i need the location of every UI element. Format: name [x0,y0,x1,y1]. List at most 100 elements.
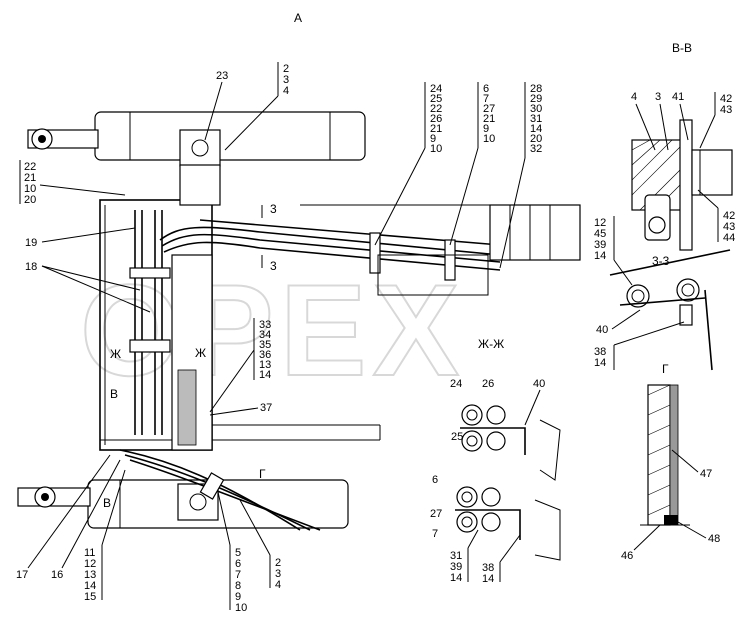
cut3-top-marker: 3 [270,202,277,216]
stack-24-25-22: 24 25 22 26 21 9 10 [374,82,442,246]
g-callout-marker: Г [259,467,266,481]
stack-28-29-30: 28 29 30 31 14 20 32 [499,82,542,269]
zh-left-marker: Ж [110,347,121,361]
callout-4v: 4 [631,91,637,103]
stack-item: 27 [483,103,495,115]
callout-3v: 3 [655,91,661,103]
stack-item: 4 [275,579,281,591]
stack-item: 10 [430,143,442,155]
section-vv-detail [631,119,733,251]
callout-7: 7 [432,528,438,540]
callout-37: 37 [260,402,272,414]
view-title-main: А [294,11,302,25]
callout-41: 41 [672,91,684,103]
stack-item: 43 [723,221,735,233]
stack-item: 9 [483,123,489,135]
view-title-section-vv: В-В [672,41,692,55]
stack-item: 34 [259,329,271,341]
stack-item: 20 [24,194,36,206]
stack-item: 45 [594,228,606,240]
stack-item: 14 [594,357,606,369]
callout-24: 24 [450,378,462,390]
stack-item: 5 [235,547,241,559]
stack-item: 15 [84,591,96,603]
v-bottom-marker: В [103,496,111,510]
stack-item: 32 [530,143,542,155]
stack-2-3-4-bottom: 2 3 4 [239,499,281,591]
stack-item: 14 [530,123,542,135]
main-assembly [17,111,581,531]
callout-6: 6 [432,474,438,486]
view-title-section-33: 3-3 [652,254,670,268]
callout-25: 25 [451,431,463,443]
stack-item: 31 [450,550,462,562]
stack-item: 13 [259,359,271,371]
stack-6-7-27: 6 7 27 21 9 10 [449,82,495,246]
stack-38-14-a: 38 14 [594,321,685,370]
callout-40b: 40 [533,378,545,390]
stack-item: 4 [283,85,289,97]
stack-item: 38 [482,562,494,574]
stack-item: 11 [84,547,95,559]
stack-item: 3 [275,568,281,580]
stack-item: 21 [24,172,36,184]
stack-item: 9 [430,133,436,145]
stack-item: 31 [530,113,542,125]
stack-item: 2 [275,557,281,569]
stack-item: 6 [235,558,241,570]
v-top-marker: В [110,387,118,401]
stack-5-6-7: 5 6 7 8 9 10 [217,491,247,614]
stack-31-39-14: 31 39 14 [450,529,479,584]
stack-item: 20 [530,133,542,145]
stack-item: 24 [430,83,442,95]
stack-item: 43 [720,104,732,116]
stack-item: 10 [235,602,247,614]
cut3-bottom-marker: 3 [270,259,277,273]
stack-item: 7 [235,569,241,581]
section-zhzh-detail [455,404,561,561]
stack-item: 14 [259,369,271,381]
stack-item: 28 [530,83,542,95]
stack-12-45-39-14: 12 45 39 14 [594,216,633,286]
stack-item: 21 [483,113,495,125]
stack-item: 8 [235,580,241,592]
stack-item: 14 [482,573,494,585]
callout-40a: 40 [596,324,608,336]
stack-item: 3 [283,74,289,86]
view-title-detail-g: Г [662,362,669,376]
stack-38-14-b: 38 14 [482,534,521,585]
callout-47: 47 [700,468,712,480]
stack-item: 44 [723,232,735,244]
stack-item: 14 [594,250,606,262]
stack-item: 30 [530,103,542,115]
callout-19: 19 [25,237,37,249]
view-title-section-zhzh: Ж-Ж [478,337,504,351]
stack-33-34: 33 34 35 36 13 14 [209,318,271,413]
stack-item: 42 [720,93,732,105]
stack-item: 39 [594,239,606,251]
stack-item: 26 [430,113,442,125]
stack-item: 12 [84,558,96,570]
stack-item: 38 [594,346,606,358]
stack-item: 14 [84,580,96,592]
stack-item: 25 [430,93,442,105]
stack-2-3-4-top: 2 3 4 [224,62,289,151]
stack-item: 33 [259,319,271,331]
stack-item: 36 [259,349,271,361]
stack-11-12-13: 11 12 13 14 15 [84,469,126,603]
stack-item: 6 [483,83,489,95]
stack-item: 35 [259,339,271,351]
stack-item: 14 [450,572,462,584]
stack-item: 22 [430,103,442,115]
callout-26: 26 [482,378,494,390]
stack-item: 9 [235,591,241,603]
stack-item: 22 [24,161,36,173]
stack-item: 13 [84,569,96,581]
stack-item: 12 [594,217,606,229]
callout-23: 23 [216,70,228,82]
stack-item: 39 [450,561,462,573]
callout-17: 17 [16,569,28,581]
detail-g [640,384,690,526]
callout-27: 27 [430,508,442,520]
